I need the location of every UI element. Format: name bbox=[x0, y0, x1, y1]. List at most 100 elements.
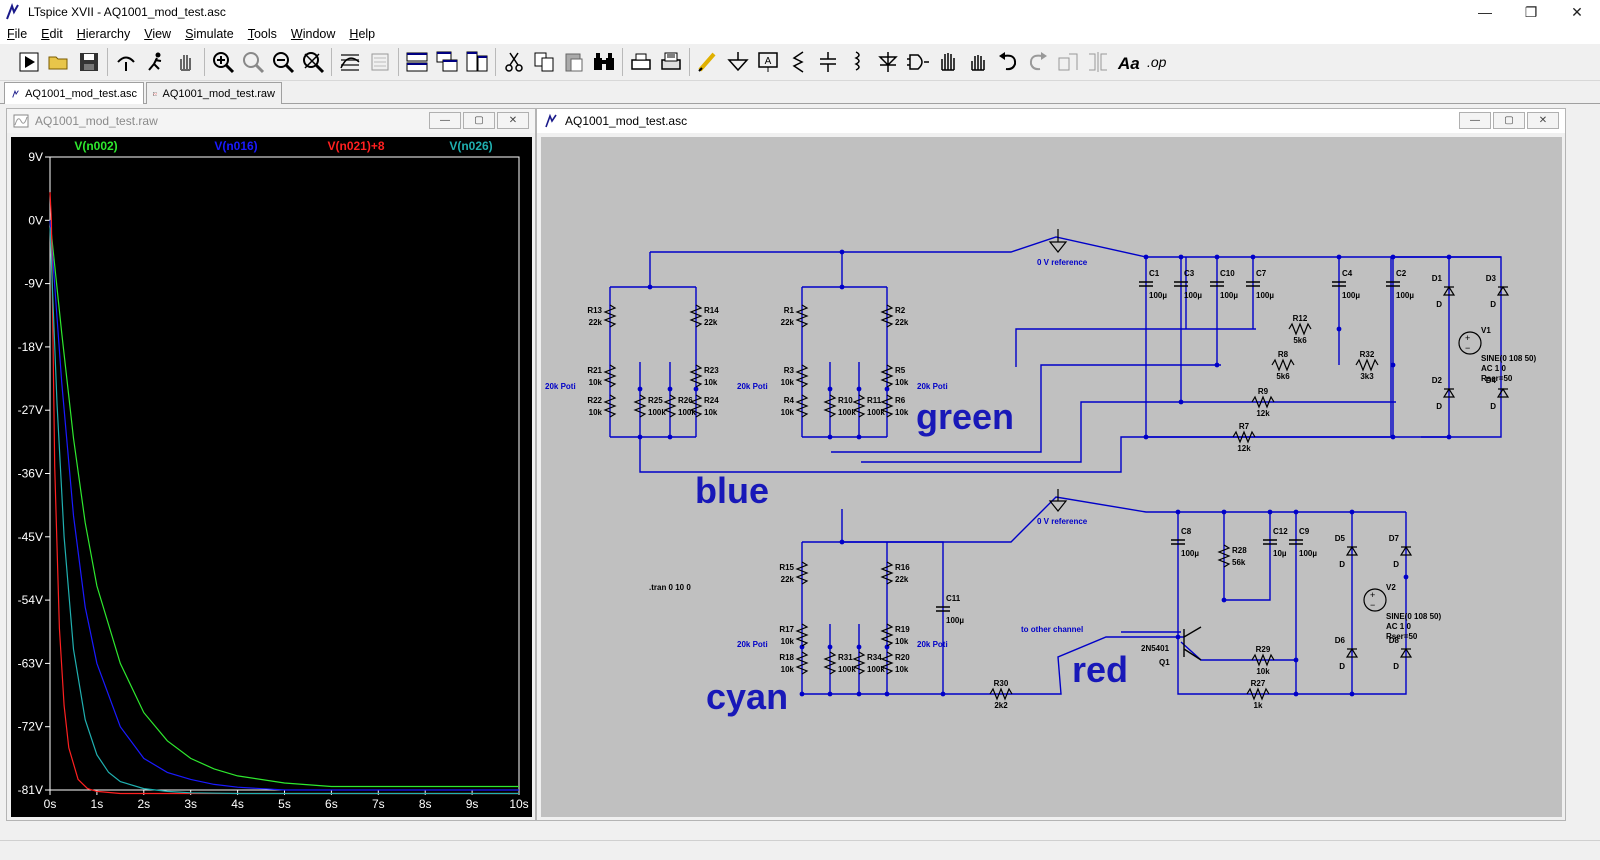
menu-window[interactable]: Window bbox=[290, 27, 336, 41]
zoom-in-icon[interactable] bbox=[208, 47, 238, 77]
plot-settings-icon[interactable] bbox=[365, 47, 395, 77]
inductor-icon[interactable] bbox=[843, 47, 873, 77]
diode-d3[interactable]: D3D bbox=[1486, 274, 1510, 309]
capacitor-icon[interactable] bbox=[813, 47, 843, 77]
net-label-cyan[interactable]: cyan bbox=[706, 676, 788, 717]
diode-d2[interactable]: D2D bbox=[1432, 376, 1456, 411]
zoom-out-icon[interactable] bbox=[268, 47, 298, 77]
spice-directive[interactable]: .tran 0 10 0 bbox=[649, 583, 691, 592]
component-icon[interactable] bbox=[903, 47, 933, 77]
net-label-red[interactable]: red bbox=[1072, 649, 1128, 690]
autorange-icon[interactable] bbox=[335, 47, 365, 77]
zoom-fit-icon[interactable] bbox=[238, 47, 268, 77]
print-icon[interactable] bbox=[656, 47, 686, 77]
legend-trace-label[interactable]: V(n026) bbox=[449, 139, 492, 153]
rotate-icon[interactable] bbox=[1053, 47, 1083, 77]
drag-icon[interactable] bbox=[963, 47, 993, 77]
ground-reference-upper[interactable]: 0 V reference bbox=[1037, 229, 1088, 267]
menu-simulate[interactable]: Simulate bbox=[185, 27, 234, 41]
diode-d7[interactable]: D7D bbox=[1389, 534, 1413, 569]
minimize-button[interactable]: — bbox=[1478, 4, 1492, 20]
trace-v-n026-[interactable] bbox=[49, 227, 519, 795]
voltage-source-v1[interactable]: + − V1 SINE(0 108 50) AC 1 0 Rser=50 bbox=[1458, 326, 1536, 383]
cascade-icon[interactable] bbox=[432, 47, 462, 77]
tile-horizontal-icon[interactable] bbox=[402, 47, 432, 77]
trace-v-n016-[interactable] bbox=[49, 220, 519, 791]
minimize-button[interactable]: — bbox=[1459, 112, 1491, 129]
minimize-button[interactable]: — bbox=[429, 112, 461, 129]
diode-d1[interactable]: D1D bbox=[1432, 274, 1456, 309]
pan-icon[interactable] bbox=[171, 47, 201, 77]
spice-directive-icon[interactable]: .op bbox=[1143, 47, 1173, 77]
undo-icon[interactable] bbox=[993, 47, 1023, 77]
restore-button[interactable]: ❐ bbox=[1524, 3, 1538, 20]
diode-d4[interactable]: D4D bbox=[1486, 376, 1510, 411]
cut-icon[interactable] bbox=[499, 47, 529, 77]
label-icon[interactable]: A bbox=[753, 47, 783, 77]
menu-help[interactable]: Help bbox=[349, 27, 376, 41]
transistor-q1[interactable]: 2N5401 Q1 bbox=[1141, 626, 1202, 667]
legend-trace-label[interactable]: V(n016) bbox=[214, 139, 257, 153]
maximize-button[interactable]: ▢ bbox=[463, 112, 495, 129]
trace-v-n002-[interactable] bbox=[49, 220, 519, 788]
diode-d5[interactable]: D5D bbox=[1335, 534, 1359, 569]
redo-icon[interactable] bbox=[1023, 47, 1053, 77]
find-icon[interactable] bbox=[589, 47, 619, 77]
copy-icon[interactable] bbox=[529, 47, 559, 77]
legend-trace-label[interactable]: V(n002) bbox=[74, 139, 117, 153]
tile-vertical-icon[interactable] bbox=[462, 47, 492, 77]
ground-icon[interactable] bbox=[723, 47, 753, 77]
resistor-icon[interactable] bbox=[783, 47, 813, 77]
paste-icon[interactable] bbox=[559, 47, 589, 77]
voltage-source-v2[interactable]: + − V2 SINE(0 108 50) AC 1 0 Rser=50 bbox=[1363, 583, 1441, 641]
run-icon[interactable] bbox=[14, 47, 44, 77]
move-icon[interactable] bbox=[933, 47, 963, 77]
maximize-button[interactable]: ▢ bbox=[1493, 112, 1525, 129]
net-label-green[interactable]: green bbox=[916, 396, 1014, 437]
open-icon[interactable] bbox=[44, 47, 74, 77]
schematic-svg[interactable]: R1322kR1422kR122kR222kR2110kR2310kR2210k… bbox=[541, 137, 1562, 817]
tab-waveform[interactable]: AQ1001_mod_test.raw bbox=[146, 82, 282, 104]
legend-trace-label[interactable]: V(n021)+8 bbox=[327, 139, 384, 153]
net-label-blue[interactable]: blue bbox=[695, 470, 769, 511]
menu-tools[interactable]: Tools bbox=[247, 27, 277, 41]
close-button[interactable]: ✕ bbox=[1527, 112, 1559, 129]
print-setup-icon[interactable] bbox=[626, 47, 656, 77]
wire-icon[interactable] bbox=[693, 47, 723, 77]
diode-d6[interactable]: D6D bbox=[1335, 636, 1359, 671]
